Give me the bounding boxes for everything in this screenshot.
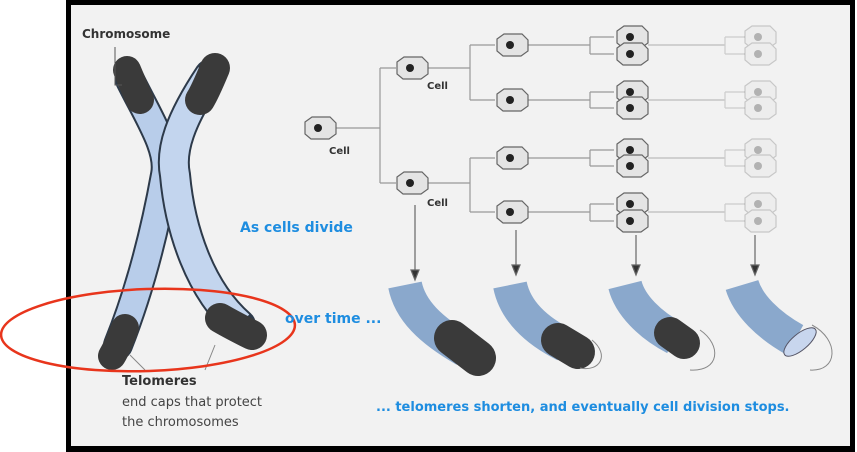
telomeres-description: end caps that protect the chromosomes [122,393,262,433]
cells-generation-4-faded [744,25,777,233]
as-cells-divide-text: As cells divide [240,220,353,236]
telomere-cap [113,56,154,114]
cells-generation-1 [396,56,429,195]
telomere-stage-4 [725,279,833,371]
telomere-cap [205,303,267,350]
cells-generation-3 [616,25,649,233]
telomere-stage-2 [493,280,602,370]
time-arrows [410,205,760,282]
telomere-cap [185,53,230,115]
conclusion-text: ... telomeres shorten, and eventually ce… [376,400,790,415]
cell-label: Cell [329,146,350,157]
cells-generation-2 [496,33,529,224]
cell-label: Cell [427,198,448,209]
division-tree-lines [336,36,745,222]
telomeres-title: Telomeres [122,374,197,389]
telomere-stage-1 [388,280,496,376]
over-time-text: over time ... [285,311,382,327]
chromosome-illustration [98,47,267,371]
cell-label: Cell [427,81,448,92]
chromosome-label: Chromosome [82,27,171,41]
highlight-ellipse [0,287,297,373]
telomere-stages [388,279,833,376]
telomere-cap [98,314,139,370]
telomeres-desc-line: the chromosomes [122,415,239,430]
cell-root [304,116,337,140]
telomeres-desc-line: end caps that protect [122,395,263,410]
telomere-stage-3 [608,279,716,371]
